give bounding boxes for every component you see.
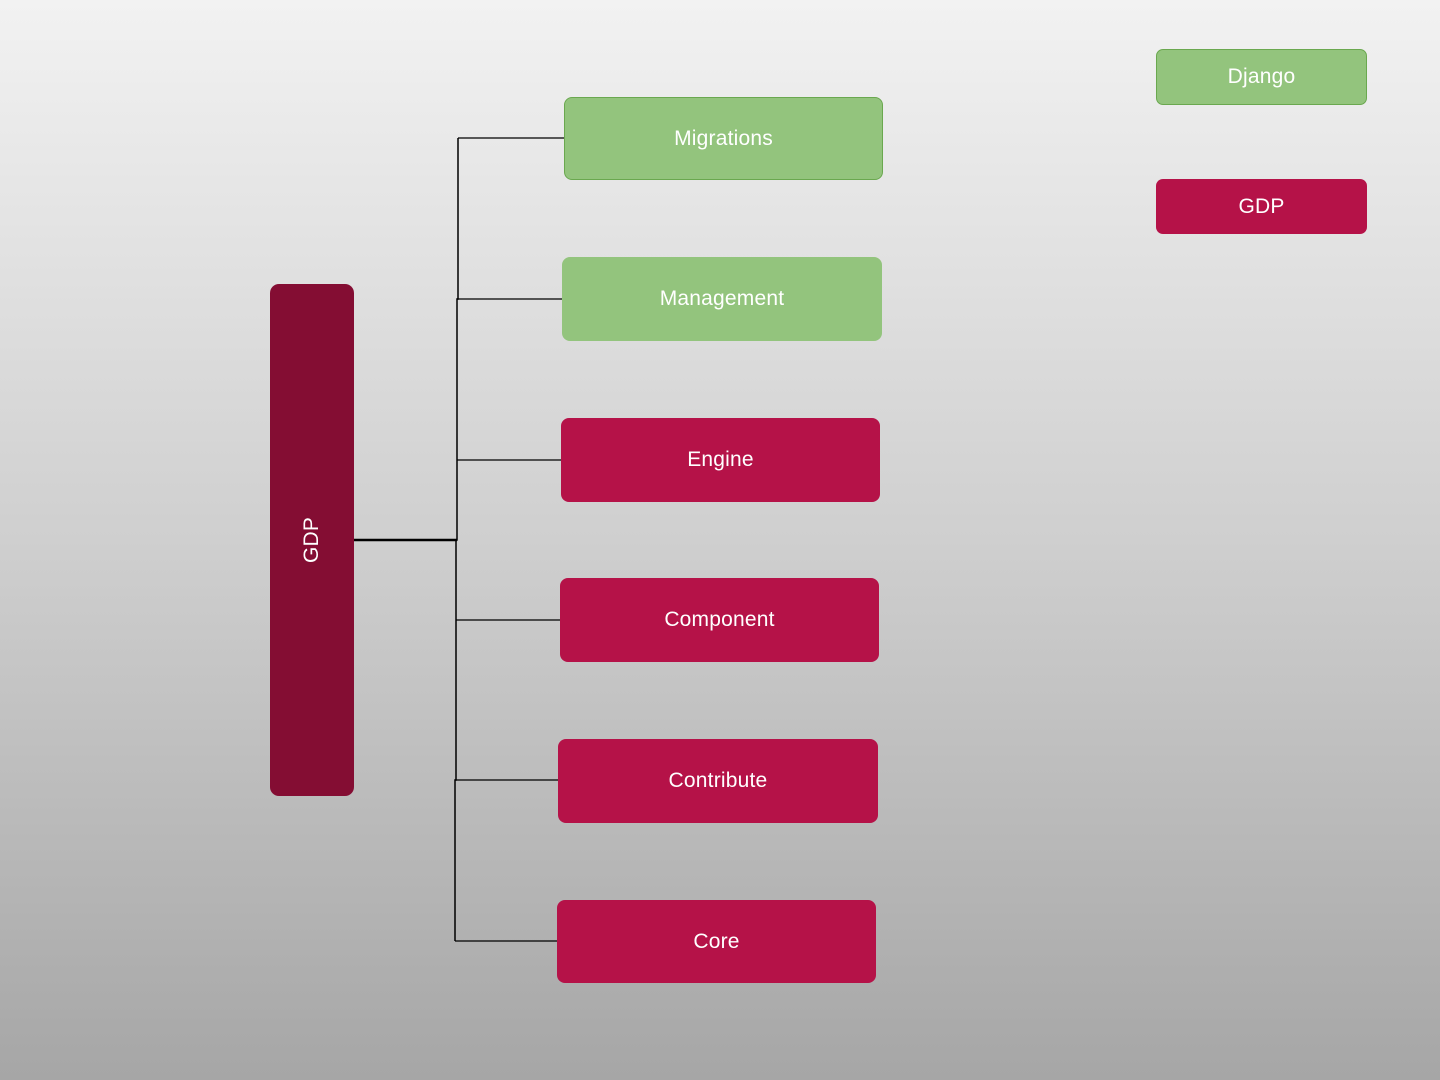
node-label: Contribute (668, 769, 768, 792)
node-contribute: Contribute (558, 739, 878, 823)
legend-label: GDP (1238, 194, 1285, 218)
node-label: Engine (687, 448, 754, 471)
node-migrations: Migrations (564, 97, 883, 180)
node-engine: Engine (561, 418, 880, 502)
legend-django: Django (1156, 49, 1367, 105)
connector-spine (454, 138, 459, 941)
legend-label: Django (1227, 65, 1296, 88)
node-label: Component (664, 608, 775, 631)
root-node-gdp: GDP (270, 284, 354, 796)
node-label: Core (693, 929, 740, 953)
legend-gdp: GDP (1156, 179, 1367, 234)
node-label: Migrations (674, 126, 773, 150)
node-label: Management (659, 287, 785, 310)
node-core: Core (557, 900, 876, 983)
node-management: Management (562, 257, 882, 341)
root-node-label: GDP (299, 516, 323, 564)
node-component: Component (560, 578, 879, 662)
